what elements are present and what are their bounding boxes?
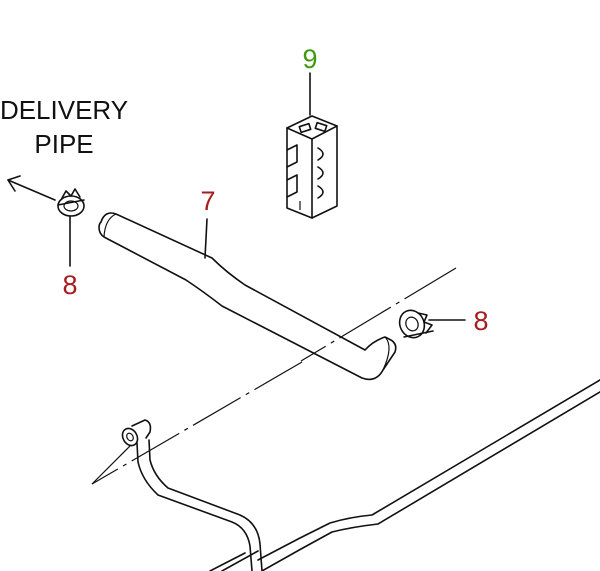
arrow-left-icon [7, 175, 56, 201]
fuel-pipe[interactable] [119, 379, 600, 571]
delivery-pipe-label-line1: DELIVERY [0, 95, 128, 125]
assembly-line [91, 267, 457, 485]
fuel-hose[interactable] [98, 212, 397, 381]
callout-hose[interactable]: 7 [200, 186, 215, 216]
callout-clamp-right[interactable]: 8 [473, 306, 488, 336]
hose-clamp-right[interactable] [395, 306, 466, 342]
hose-clamp-left[interactable] [57, 188, 85, 267]
pipe-clamp-bracket-icon[interactable] [286, 115, 338, 219]
delivery-pipe-label-line2: PIPE [34, 129, 93, 159]
callout-bracket[interactable]: 9 [302, 44, 317, 74]
callout-clamp-left[interactable]: 8 [62, 270, 77, 300]
